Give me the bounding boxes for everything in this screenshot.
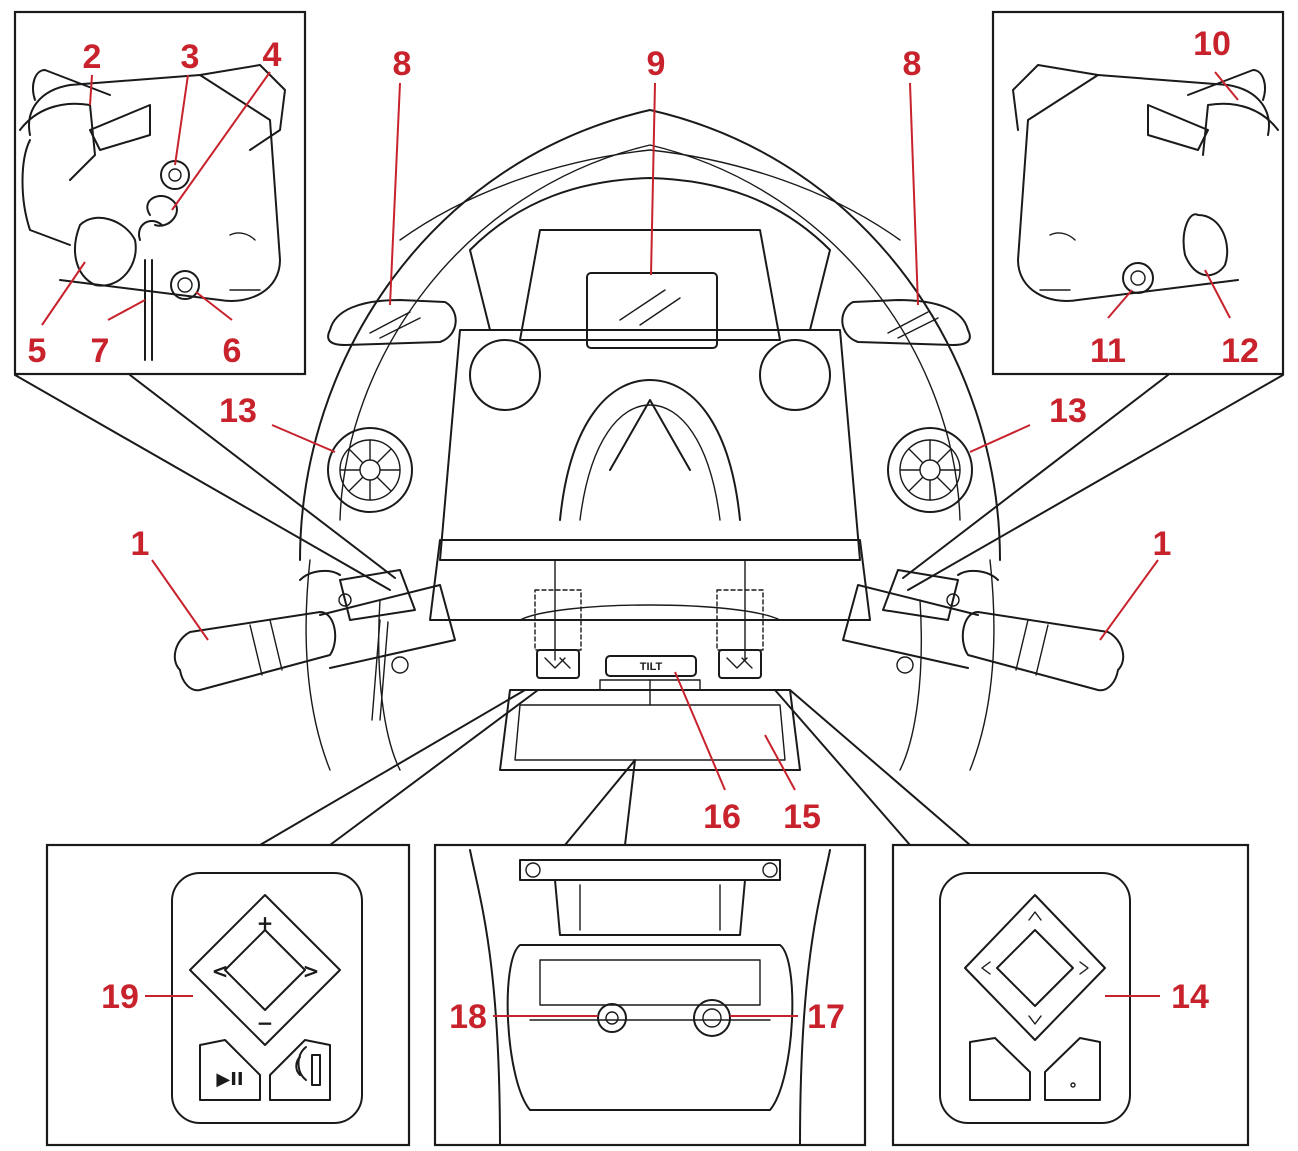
track-left-icon[interactable]: < bbox=[212, 959, 229, 983]
inset-audio-controls: + − < > ▶II bbox=[45, 689, 539, 1147]
tilt-label: TILT bbox=[640, 661, 663, 673]
nav-right-icon[interactable] bbox=[1079, 961, 1089, 975]
watercraft-body bbox=[299, 109, 1001, 771]
left-switch-block bbox=[534, 589, 582, 679]
callout-13-left: 13 bbox=[219, 392, 257, 430]
callout-2: 2 bbox=[83, 38, 102, 76]
callout-9: 9 bbox=[647, 45, 666, 83]
callout-14: 14 bbox=[1171, 978, 1209, 1016]
inset-right-switch bbox=[902, 10, 1285, 591]
callout-5: 5 bbox=[28, 332, 47, 370]
callout-18: 18 bbox=[449, 998, 487, 1036]
left-round-vent bbox=[469, 339, 541, 411]
handlebar-grip-right bbox=[842, 569, 1125, 692]
inset-storage-sockets bbox=[433, 759, 867, 1147]
speaker-right bbox=[887, 427, 973, 513]
handlebar-grip-left bbox=[173, 569, 456, 721]
play-pause-icon[interactable]: ▶II bbox=[216, 1069, 243, 1090]
nav-back-button[interactable] bbox=[969, 1037, 1031, 1101]
callout-numbers: 2 3 4 5 7 6 8 9 8 10 11 12 13 13 1 1 16 … bbox=[28, 25, 1259, 1036]
small-socket[interactable] bbox=[597, 1003, 627, 1033]
nav-select-button[interactable] bbox=[1044, 1037, 1101, 1101]
callout-4: 4 bbox=[263, 36, 282, 74]
callout-3: 3 bbox=[181, 38, 200, 76]
callout-16: 16 bbox=[703, 798, 741, 836]
callout-13-right: 13 bbox=[1049, 392, 1087, 430]
callout-1-left: 1 bbox=[131, 525, 150, 563]
right-switch-block bbox=[716, 589, 764, 679]
right-round-vent bbox=[759, 339, 831, 411]
callout-12: 12 bbox=[1221, 332, 1259, 370]
callout-6: 6 bbox=[223, 332, 242, 370]
nav-up-icon[interactable] bbox=[1028, 911, 1042, 921]
nav-down-icon[interactable] bbox=[1028, 1015, 1042, 1025]
tilt-lever: TILT bbox=[605, 655, 697, 677]
volume-minus-icon[interactable]: − bbox=[257, 1011, 274, 1035]
callout-17: 17 bbox=[807, 998, 845, 1036]
leader-lines bbox=[41, 71, 1239, 1017]
speaker-left bbox=[327, 427, 413, 513]
callout-8-right: 8 bbox=[903, 45, 922, 83]
large-socket[interactable] bbox=[693, 999, 731, 1037]
callout-8-left: 8 bbox=[393, 45, 412, 83]
callout-19: 19 bbox=[101, 978, 139, 1016]
callout-11: 11 bbox=[1090, 332, 1126, 370]
callout-1-right: 1 bbox=[1153, 525, 1172, 563]
volume-plus-icon[interactable]: + bbox=[257, 911, 274, 935]
callout-15: 15 bbox=[783, 798, 821, 836]
multifunction-display bbox=[586, 272, 718, 349]
mirror-left bbox=[327, 299, 457, 346]
callout-7: 7 bbox=[91, 332, 110, 370]
track-right-icon[interactable]: > bbox=[303, 959, 320, 983]
mirror-right bbox=[841, 299, 971, 346]
inset-navigation-controls bbox=[774, 689, 1250, 1147]
inset-left-switch bbox=[13, 10, 396, 591]
callout-10: 10 bbox=[1193, 25, 1231, 63]
bluetooth-phone-icon[interactable] bbox=[295, 1046, 321, 1086]
nav-left-icon[interactable] bbox=[981, 961, 991, 975]
